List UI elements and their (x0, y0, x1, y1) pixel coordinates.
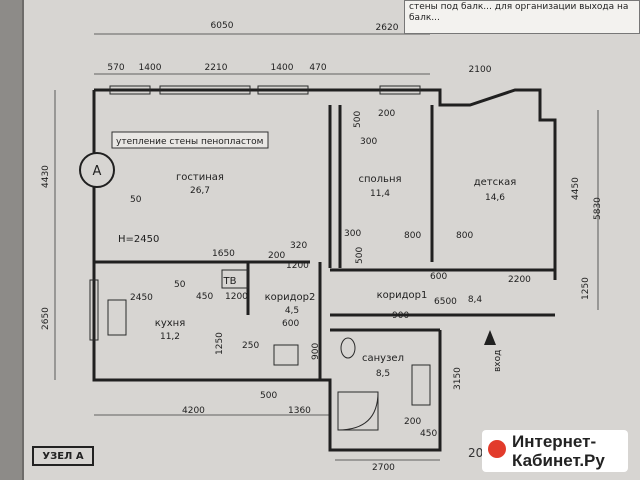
dim-1200b: 1200 (225, 292, 248, 302)
kitchen-window (89, 279, 99, 341)
watermark: Интернет- Кабинет.Ру (482, 430, 628, 472)
dim-200c: 200 (404, 417, 421, 427)
dim-900a: 900 (311, 343, 321, 360)
entrance-label: вход (493, 350, 503, 372)
dim-500a: 500 (353, 111, 363, 128)
window-3 (257, 85, 309, 95)
dim-600b: 600 (430, 272, 447, 282)
dim-1650: 1650 (212, 249, 235, 259)
dim-2650: 2650 (41, 307, 51, 330)
room-corridor2-name: коридор2 (265, 292, 316, 303)
year-fragment: 20 (468, 446, 484, 460)
dim-2200: 2200 (508, 275, 531, 285)
dim-1400a: 1400 (139, 63, 162, 73)
insulation-note: утепление стены пенопластом (116, 137, 263, 147)
watermark-line1: Интернет- (512, 432, 597, 451)
dim-3150: 3150 (453, 367, 463, 390)
room-kitchen-area: 11,2 (160, 332, 180, 342)
dim-6050: 6050 (211, 21, 234, 31)
room-living-area: 26,7 (190, 186, 210, 196)
dim-450: 450 (196, 292, 213, 302)
watermark-line2: Кабинет.Ру (512, 451, 605, 470)
dim-570: 570 (107, 63, 124, 73)
room-bathroom-area: 8,5 (376, 369, 390, 379)
dim-500b: 500 (355, 247, 365, 264)
kitchen-sink (273, 344, 299, 366)
dim-50: 50 (130, 195, 142, 205)
room-corridor1-name: коридор1 (377, 290, 428, 301)
height-note: H=2450 (118, 234, 159, 245)
top-note: стены под балк... для организации выхода… (404, 0, 640, 34)
dim-4200: 4200 (182, 406, 205, 416)
dim-200b: 200 (378, 109, 395, 119)
outer-wall-left (92, 90, 442, 452)
dim-2620: 2620 (376, 23, 399, 33)
entrance-arrow (484, 330, 496, 345)
dim-2210: 2210 (205, 63, 228, 73)
dim-450b: 450 (420, 429, 437, 439)
dim-1400b: 1400 (271, 63, 294, 73)
dim-800a: 800 (404, 231, 421, 241)
dim-1200a: 1200 (286, 261, 309, 271)
dim-5830: 5830 (593, 197, 603, 220)
dim-2450: 2450 (130, 293, 153, 303)
dim-2100: 2100 (469, 65, 492, 75)
tv-niche (221, 269, 249, 289)
axis-marker-label: А (93, 164, 102, 179)
axis-marker-circle (79, 152, 115, 188)
dim-4430: 4430 (41, 165, 51, 188)
node-label: УЗЕЛ А (32, 446, 94, 466)
dim-4450: 4450 (571, 177, 581, 200)
room-bedroom-name: спольня (359, 174, 402, 185)
room-living-name: гостиная (176, 172, 224, 183)
dim-470: 470 (309, 63, 326, 73)
room-kitchen-name: кухня (155, 318, 185, 329)
window-1 (109, 85, 151, 95)
dim-2700: 2700 (372, 463, 395, 473)
dim-600a: 600 (282, 319, 299, 329)
dim-900b: 900 (392, 311, 409, 321)
toilet (340, 337, 356, 359)
dim-320: 320 (290, 241, 307, 251)
outer-wall-top (94, 88, 557, 280)
dim-6500: 6500 (434, 297, 457, 307)
dim-200a: 200 (268, 251, 285, 261)
dim-1250b: 1250 (581, 277, 591, 300)
room-corridor2-area: 4,5 (285, 306, 299, 316)
dim-250: 250 (242, 341, 259, 351)
tv-label: ТВ (223, 276, 237, 287)
kitchen-stove (107, 299, 127, 336)
window-2 (159, 85, 251, 95)
room-bedroom-area: 11,4 (370, 189, 390, 199)
dim-50b: 50 (174, 280, 186, 290)
dim-800b: 800 (456, 231, 473, 241)
dim-1360: 1360 (288, 406, 311, 416)
dim-1250a: 1250 (215, 332, 225, 355)
dim-300b: 300 (344, 229, 361, 239)
insulation-note-box (111, 131, 269, 149)
room-children-area: 14,6 (485, 193, 505, 203)
dim-300a: 300 (360, 137, 377, 147)
room-children-name: детская (474, 177, 517, 188)
shower (337, 391, 379, 431)
window-4 (379, 85, 421, 95)
room-corridor1-area: 8,4 (468, 295, 483, 305)
room-bathroom-name: санузел (362, 353, 404, 364)
dim-500c: 500 (260, 391, 277, 401)
bathtub (411, 364, 431, 406)
watermark-logo-icon (488, 440, 506, 458)
